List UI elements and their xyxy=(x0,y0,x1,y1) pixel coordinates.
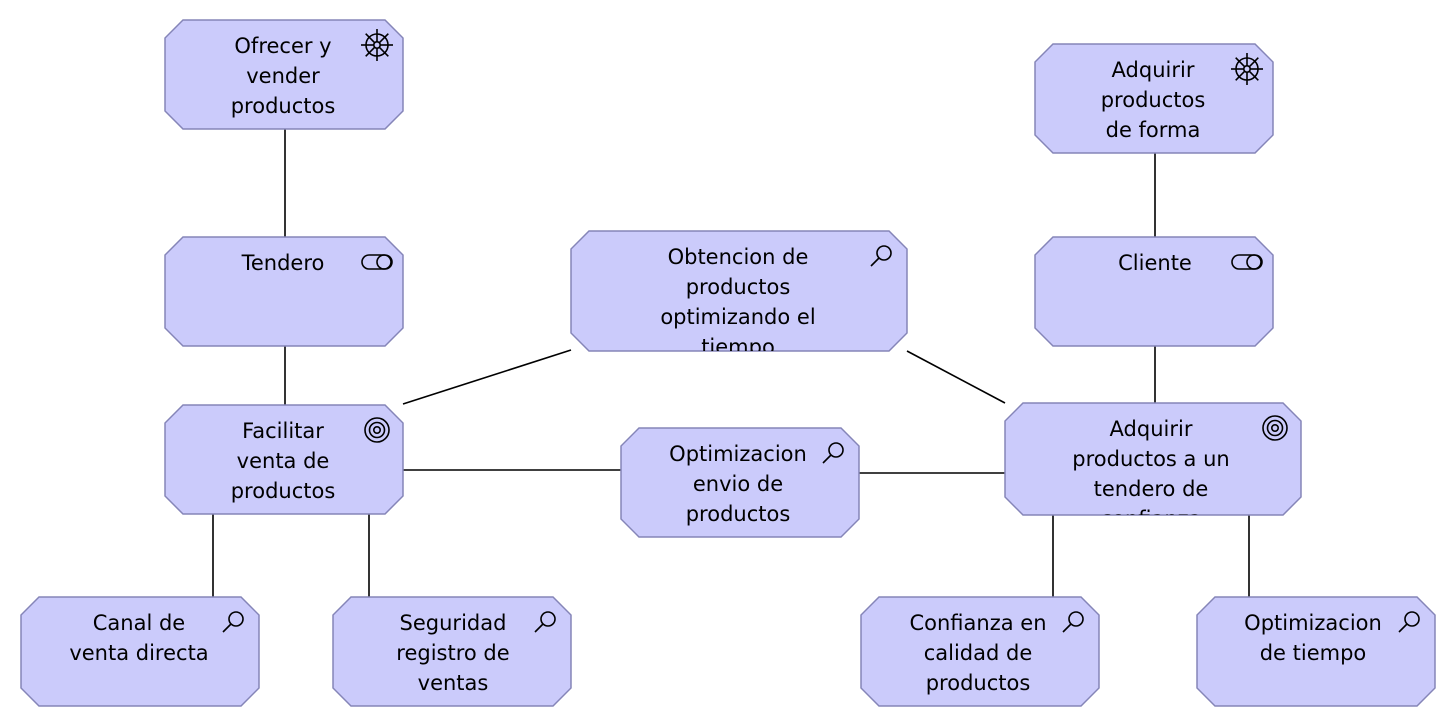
assessment-icon xyxy=(534,611,556,633)
node-label-line: productos xyxy=(686,502,791,526)
node-label-line: productos xyxy=(231,479,336,503)
node-shape xyxy=(1004,402,1302,516)
assessment-icon xyxy=(1062,611,1084,633)
node-label-line: de tiempo xyxy=(1260,641,1367,665)
node-driver[interactable]: Ofrecer y vender productos xyxy=(164,19,404,130)
node-label: Optimizacion de tiempo xyxy=(1244,611,1382,665)
assessment-icon xyxy=(822,442,844,464)
node-label-line: productos xyxy=(1101,88,1206,112)
node-label: Canal de venta directa xyxy=(69,611,208,665)
node-shape xyxy=(164,404,404,515)
node-label-line: Cliente xyxy=(1118,251,1192,275)
node-label-line: registro de xyxy=(396,641,509,665)
nodes-layer: Ofrecer yvenderproductosAdquirirproducto… xyxy=(20,19,1436,707)
node-label: Tendero xyxy=(241,251,325,275)
node-assessment[interactable]: Optimizacion de tiempo xyxy=(1196,596,1436,707)
node-label-line: productos xyxy=(926,671,1031,695)
node-label-line: tiempo xyxy=(701,335,775,359)
assessment-icon xyxy=(870,245,892,267)
node-shape xyxy=(1034,236,1274,347)
node-label: Adquirir productos de forma xyxy=(1101,58,1206,142)
node-label-line: de forma xyxy=(1106,118,1201,142)
node-label: Facilitar venta de productos xyxy=(231,419,336,503)
node-shape xyxy=(332,596,572,707)
node-assessment[interactable]: Obtencion de productos optimizando el tiemp… xyxy=(570,230,908,359)
node-shape xyxy=(20,596,260,707)
node-label-line: Ofrecer y xyxy=(234,34,331,58)
node-shape xyxy=(164,236,404,347)
stakeholder-icon xyxy=(361,254,393,270)
assessment-icon xyxy=(222,611,244,633)
node-goal[interactable]: Facilitar venta de productos xyxy=(164,404,404,515)
goal-icon xyxy=(364,417,390,443)
node-label-line: venta directa xyxy=(69,641,208,665)
node-label: Ofrecer y vender productos xyxy=(231,34,336,118)
node-stakeholder[interactable]: Cliente xyxy=(1034,236,1274,347)
node-label-line: Optimizacion xyxy=(1244,611,1382,635)
driver-icon xyxy=(361,29,393,61)
node-stakeholder[interactable]: Tendero xyxy=(164,236,404,347)
node-label-line: Optimizacion xyxy=(669,442,807,466)
node-assessment[interactable]: Confianza en calidad de productos xyxy=(860,596,1100,707)
node-label-line: envio de xyxy=(693,472,783,496)
node-shape xyxy=(570,230,908,352)
node-label: Optimizacion envio de productos xyxy=(669,442,807,526)
node-label-line: Tendero xyxy=(241,251,325,275)
node-label-line: Seguridad xyxy=(400,611,507,635)
node-label: Confianza en calidad de productos xyxy=(909,611,1046,695)
node-label-line: Adquirir xyxy=(1110,417,1193,441)
node-label-line: ventas xyxy=(418,671,489,695)
node-label: Adquirir productos a un tendero de confianz… xyxy=(1072,417,1229,531)
node-label: Seguridad registro de ventas xyxy=(396,611,509,695)
node-label-line: productos a un xyxy=(1072,447,1229,471)
node-label-line: venta de xyxy=(237,449,330,473)
node-assessment[interactable]: Seguridad registro de ventas xyxy=(332,596,572,707)
goal-icon xyxy=(1262,415,1288,441)
node-label: Obtencion de productos optimizando el tiemp… xyxy=(660,245,815,359)
node-label-line: Canal de xyxy=(93,611,185,635)
node-assessment[interactable]: Canal de venta directa xyxy=(20,596,260,707)
node-label-line: productos xyxy=(686,275,791,299)
node-label-line: vender xyxy=(246,64,320,88)
node-shape xyxy=(164,19,404,130)
edge-n4-n8 xyxy=(906,350,1006,404)
node-shape xyxy=(1034,43,1274,154)
node-goal[interactable]: Adquirir productos a un tendero de confianz… xyxy=(1004,402,1302,531)
node-shape xyxy=(1196,596,1436,707)
edge-n6-n4 xyxy=(402,349,572,405)
node-label-line: tendero de xyxy=(1094,477,1209,501)
node-label-line: calidad de xyxy=(924,641,1033,665)
node-label-line: Facilitar xyxy=(242,419,324,443)
assessment-icon xyxy=(1398,611,1420,633)
node-label-line: Adquirir xyxy=(1112,58,1195,82)
node-label: Cliente xyxy=(1118,251,1192,275)
driver-icon xyxy=(1231,53,1263,85)
node-label-line: productos xyxy=(231,94,336,118)
edges-layer xyxy=(212,129,1250,597)
stakeholder-icon xyxy=(1231,254,1263,270)
node-label-line: Obtencion de xyxy=(668,245,809,269)
node-label-line: optimizando el xyxy=(660,305,815,329)
node-label-line: Confianza en xyxy=(909,611,1046,635)
node-label-line: confianza xyxy=(1100,507,1201,531)
node-driver[interactable]: Adquirir productos de forma xyxy=(1034,43,1274,154)
node-shape xyxy=(620,427,860,538)
node-shape xyxy=(860,596,1100,707)
node-assessment[interactable]: Optimizacion envio de productos xyxy=(620,427,860,538)
